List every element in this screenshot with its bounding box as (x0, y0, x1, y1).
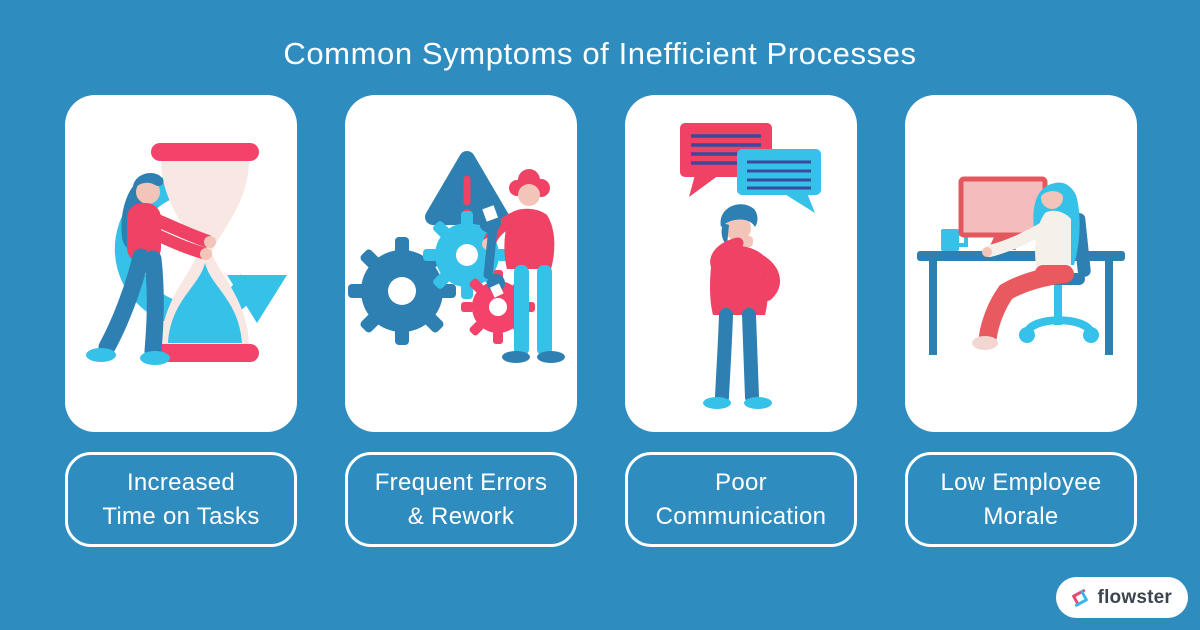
flowster-logo-badge: flowster (1055, 577, 1188, 618)
label-frequent-errors-rework: Frequent Errors & Rework (345, 452, 577, 547)
label-low-employee-morale: Low Employee Morale (905, 452, 1137, 547)
label-line: Low Employee (940, 468, 1102, 496)
flowster-triangle-swirl-icon (1071, 588, 1088, 607)
communication-illustration (680, 123, 821, 409)
gear-icon (423, 211, 511, 299)
card-low-employee-morale (905, 95, 1137, 432)
label-line: & Rework (407, 502, 515, 530)
desk-illustration (917, 176, 1125, 355)
label-line: Communication (655, 502, 827, 530)
person-figure (972, 182, 1080, 350)
label-poor-communication: Poor Communication (625, 452, 857, 547)
brand-name: flowster (1097, 586, 1172, 608)
person-figure (86, 172, 216, 365)
label-increased-time-on-tasks: Increased Time on Tasks (65, 452, 297, 547)
hourglass-illustration (86, 143, 287, 365)
label-line: Time on Tasks (102, 502, 260, 530)
wrench-icon (479, 205, 505, 298)
label-line: Poor (715, 468, 767, 496)
card-poor-communication (625, 95, 857, 432)
gears-illustration (348, 151, 565, 363)
illustration-cards-row (65, 95, 1137, 432)
page-title: Common Symptoms of Inefficient Processes (283, 36, 917, 71)
label-line: Increased (126, 468, 236, 496)
label-line: Frequent Errors (374, 468, 548, 496)
card-increased-time-on-tasks (65, 95, 297, 432)
label-line: Morale (983, 502, 1059, 530)
card-frequent-errors-rework (345, 95, 577, 432)
person-figure (703, 204, 780, 409)
speech-bubbles-icon (680, 123, 821, 213)
person-figure (479, 169, 565, 363)
labels-row: Increased Time on Tasks Frequent Errors … (65, 452, 1137, 547)
gear-icon (348, 237, 456, 345)
